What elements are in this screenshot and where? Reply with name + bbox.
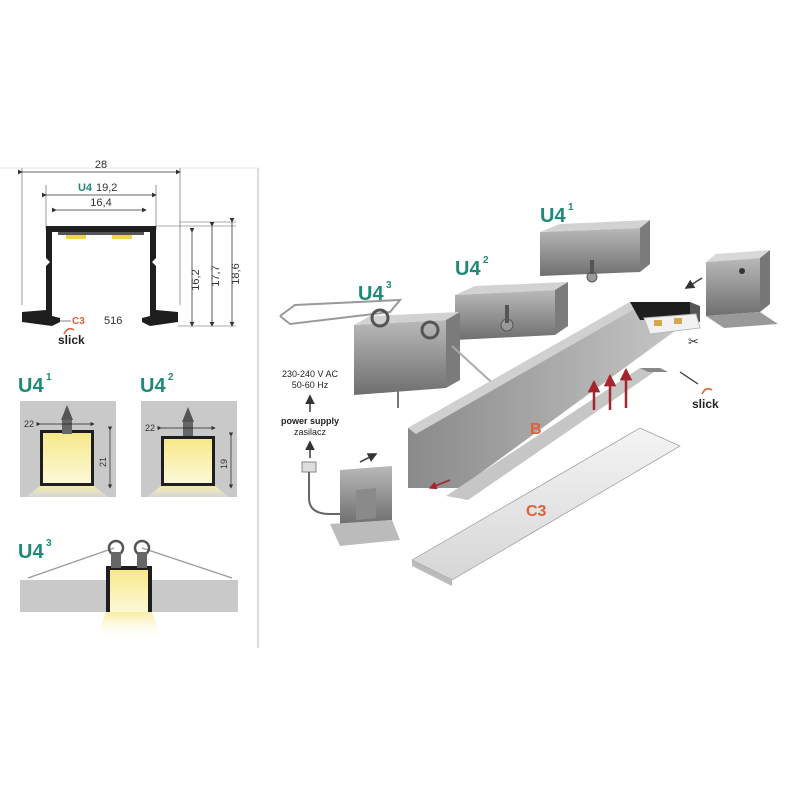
slick-logo-swoosh (63, 327, 75, 335)
c3-label: C3 (72, 316, 85, 327)
label-c3: C3 (526, 503, 547, 520)
exploded-view: U4 1 U4 2 U4 3 B (279, 202, 778, 586)
dim-h2: 17,7 (210, 265, 222, 286)
scissors-icon: ✂ (688, 334, 699, 349)
diffuser-c3 (411, 427, 681, 581)
bracket-u4-3 (354, 320, 446, 395)
s16-label: 516 (104, 315, 122, 327)
mount-u4-2-dim-w: 22 (145, 423, 155, 433)
slick-logo: slick (58, 333, 85, 347)
mount-u4-3-title: U4 (18, 541, 44, 563)
move-arrow-icon (684, 277, 703, 289)
connector-plug (301, 461, 317, 473)
label-b: B (530, 421, 542, 438)
exploded-u4-1-title: U4 (540, 205, 566, 227)
mount-u4-1-dim-w: 22 (24, 419, 34, 429)
power-supply-label: power supply (281, 416, 339, 426)
spring-arm (279, 298, 403, 326)
mount-u4-2-dim-h: 19 (219, 459, 229, 469)
exploded-u4-1-sup: 1 (568, 202, 574, 213)
led-chip (654, 320, 662, 326)
led-light (43, 433, 91, 483)
voltage-line-1: 230-240 V AC (282, 369, 339, 379)
mount-u4-2-sup: 2 (168, 372, 174, 383)
slick-logo-exploded: slick (692, 397, 719, 411)
mount-u4-1-dim-h: 21 (98, 457, 108, 467)
dim-inner: 16,4 (90, 197, 111, 209)
zasilacz-label: zasilacz (294, 427, 327, 437)
led-chip (66, 234, 86, 239)
mount-u4-3-sup: 3 (46, 538, 52, 549)
led-light (110, 570, 148, 612)
screw-icon (182, 407, 194, 422)
dim-h1: 16,2 (190, 269, 202, 290)
led-strip (446, 368, 660, 500)
screw-icon (61, 405, 73, 420)
mount-u4-1-sup: 1 (46, 372, 52, 383)
led-light (164, 439, 212, 483)
led-chip (674, 318, 682, 324)
slick-logo-swoosh (701, 387, 713, 395)
profile-b (408, 302, 690, 488)
exploded-u4-2-title: U4 (455, 258, 481, 280)
mount-u4-1: U4 1 22 21 (18, 372, 116, 500)
cross-section: 28 U4 19,2 16,4 16,2 17,7 18,6 C3 516 sl… (18, 159, 242, 347)
spring-coil-icon (420, 320, 440, 340)
move-arrow-icon (359, 453, 378, 463)
led-strip (58, 232, 144, 235)
exploded-u4-3-sup: 3 (386, 280, 392, 291)
end-cap (706, 258, 760, 316)
exploded-u4-2-sup: 2 (483, 255, 489, 266)
spring-clip-left (27, 547, 115, 579)
led-chip (112, 234, 132, 239)
dim-u4-label: U4 (78, 182, 93, 194)
light-beam (143, 486, 233, 500)
light-beam (22, 486, 112, 500)
mount-u4-2: U4 2 22 19 (140, 372, 237, 500)
bracket-u4-1 (540, 228, 640, 276)
spring-coil-icon (370, 308, 390, 328)
dim-total: 28 (95, 159, 107, 171)
profile-section (22, 226, 178, 326)
dim-u4-value: 19,2 (96, 182, 117, 194)
mount-u4-3: U4 3 (18, 538, 238, 640)
voltage-line-2: 50-60 Hz (292, 380, 329, 390)
exploded-u4-3-title: U4 (358, 283, 384, 305)
mount-u4-1-title: U4 (18, 375, 44, 397)
spring-clip-right (141, 547, 233, 579)
dim-h3: 18,6 (230, 263, 242, 284)
light-beam (96, 612, 162, 640)
insert-arrow-icon (428, 479, 451, 490)
power-cable (308, 472, 350, 515)
mount-u4-2-title: U4 (140, 375, 166, 397)
